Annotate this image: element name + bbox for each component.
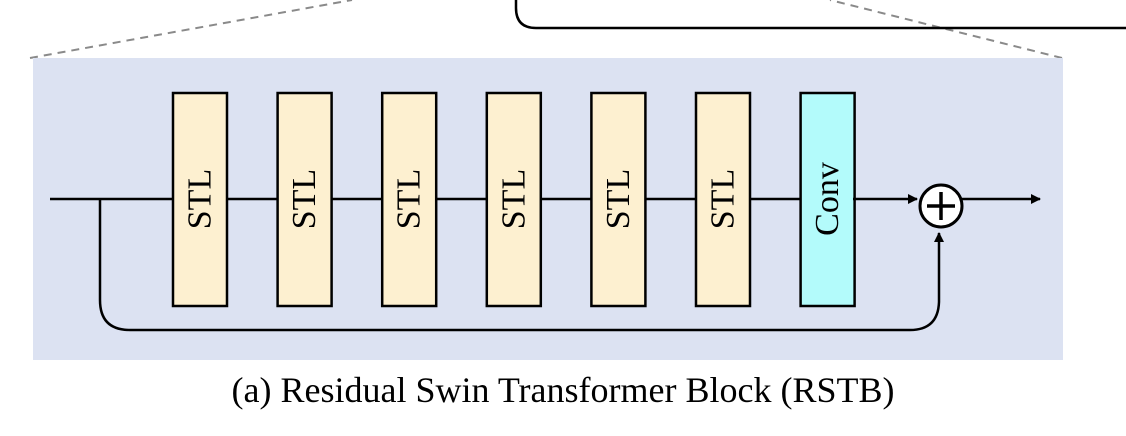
block-label: STL (495, 169, 532, 229)
block-label: STL (182, 169, 219, 229)
stl-block: STL (380, 91, 438, 308)
stl-block: STL (694, 91, 752, 308)
block-rect (380, 91, 438, 308)
block-rect (799, 91, 856, 308)
figure-caption: (a) Residual Swin Transformer Block (RST… (231, 370, 895, 410)
stl-block: STL (590, 91, 647, 308)
block-rect (276, 91, 333, 308)
block-rect (590, 91, 647, 308)
block-rect (694, 91, 752, 308)
block-label: STL (600, 169, 637, 229)
block-label: STL (286, 169, 323, 229)
skip-connection (98, 199, 944, 332)
stl-block: STL (171, 91, 229, 308)
block-label: STL (391, 169, 428, 229)
adder (918, 183, 964, 229)
conv-block: Conv (799, 91, 856, 308)
block-label: Conv (809, 162, 846, 236)
stl-block: STL (276, 91, 333, 308)
block-rect (171, 91, 229, 308)
block-rect (485, 91, 543, 308)
stl-block: STL (485, 91, 543, 308)
block-label: STL (705, 169, 742, 229)
zoom-line-left (29, 0, 353, 59)
upper-module-outline (514, 0, 1126, 30)
